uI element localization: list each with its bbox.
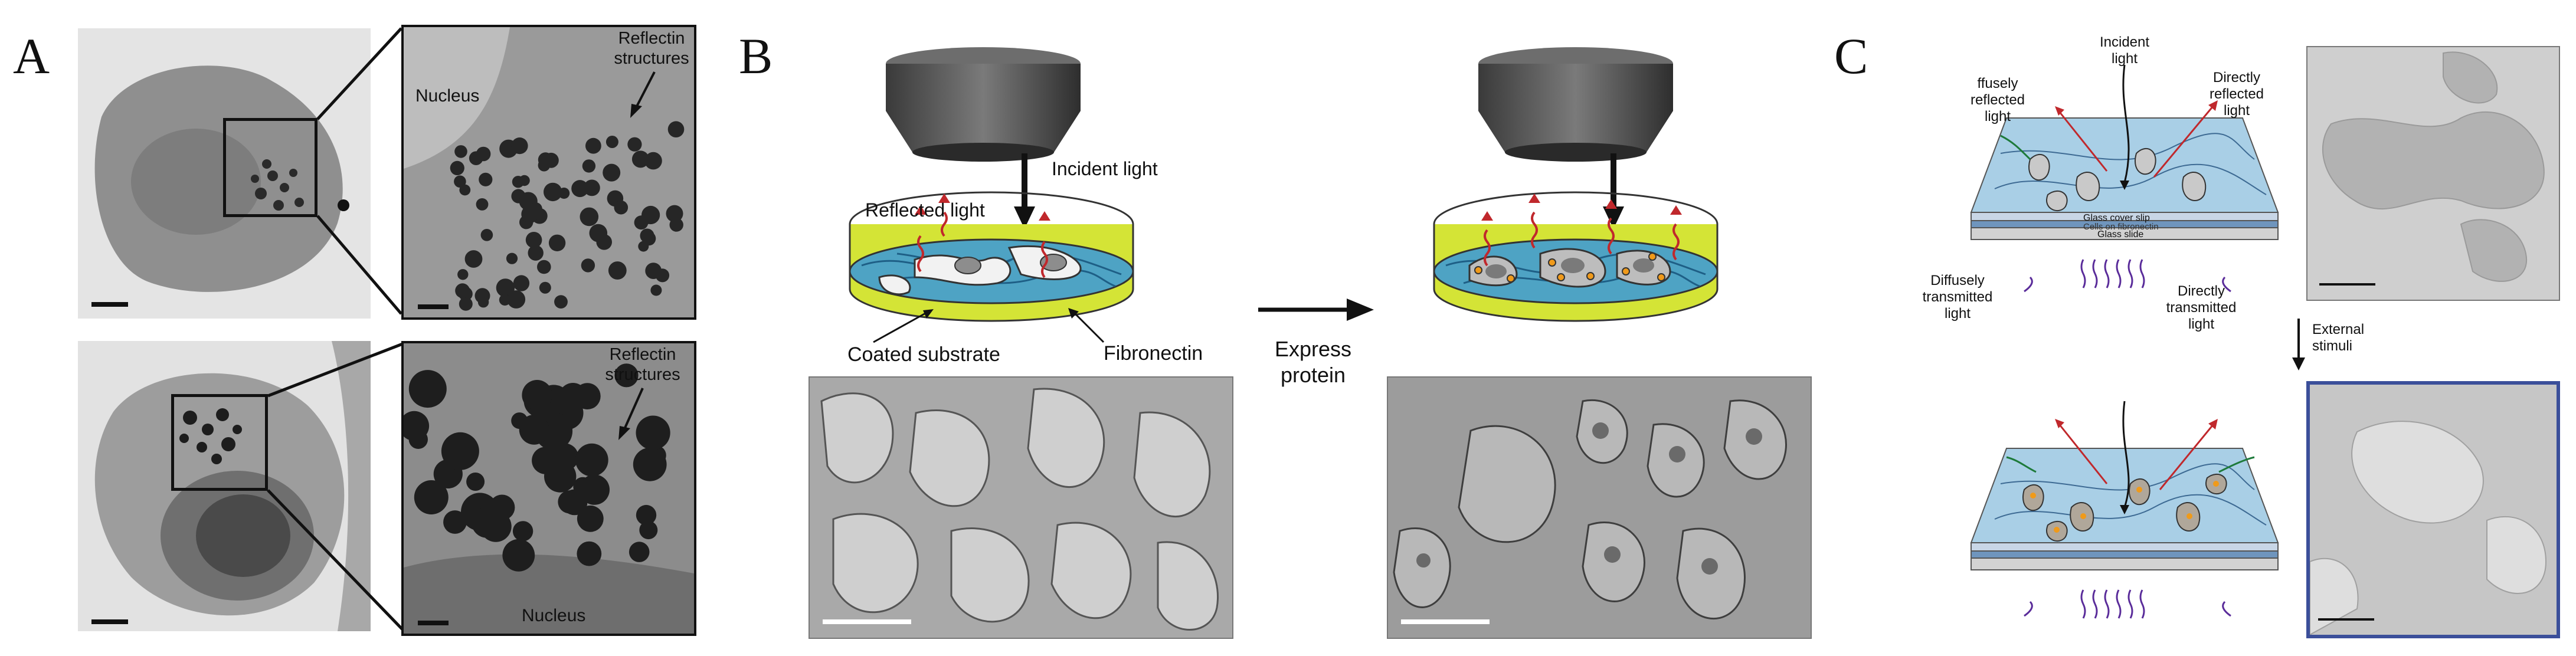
- petri-dish-left-icon: [849, 191, 1134, 322]
- scale-bar-b-left: [823, 619, 911, 624]
- tem-cell-image-bottom: [78, 341, 371, 631]
- arrow-reflectin-top-icon: [630, 71, 656, 118]
- panel-label-a: A: [13, 28, 50, 84]
- zoom-lines-top: [316, 27, 402, 315]
- label-reflectin-bottom: Reflectin structures: [605, 345, 680, 384]
- petri-dish-icon: [1433, 191, 1719, 322]
- phase-image-before: [809, 376, 1233, 639]
- label-cells-on-fibronectin: Cells on fibronectin: [2083, 222, 2159, 232]
- label-glass-cover: Glass cover slip: [2083, 213, 2150, 223]
- slide-schematic-bottom: [1970, 448, 2279, 570]
- scale-bar-a-zoom-top: [418, 304, 449, 309]
- pointer-fibronectin-icon: [1068, 308, 1105, 343]
- arrow-right-icon: [1258, 299, 1374, 321]
- scale-bar-c-bottom: [2318, 618, 2374, 621]
- label-diffusely-reflected: ffusely reflected light: [1970, 76, 2025, 124]
- label-nucleus-bottom: Nucleus: [522, 606, 586, 625]
- incident-arrow-right-icon: [1603, 153, 1624, 229]
- scale-bar-a-bottom: [91, 619, 128, 624]
- label-directly-reflected: Directly reflected light: [2209, 70, 2264, 119]
- reflect-image-top: [2306, 46, 2560, 301]
- objective-lens-right-icon: [1478, 47, 1673, 162]
- ray-arrows-top: [2000, 64, 2231, 293]
- scale-bar-c-top: [2319, 283, 2375, 286]
- panel-label-b: B: [739, 28, 773, 84]
- label-glass-slide: Glass slide: [2097, 229, 2144, 240]
- pointer-coated-icon: [873, 309, 934, 343]
- objective-lens-icon: [886, 47, 1081, 162]
- zoom-lines-bottom: [267, 342, 404, 631]
- label-incident-light-c: Incident light: [2099, 34, 2150, 67]
- tem-zoom-image-top: Nucleus Reflectin structures: [401, 25, 696, 320]
- label-nucleus-top: Nucleus: [415, 86, 480, 106]
- zoom-box-bottom: [171, 394, 268, 491]
- label-diffusely-transmitted: Diffusely transmitted light: [1922, 273, 1993, 322]
- slide-schematic-top: [1970, 117, 2279, 240]
- label-directly-transmitted: Directly transmitted light: [2166, 283, 2237, 332]
- label-incident-light-b: Incident light: [1052, 158, 1158, 179]
- tem-zoom-image-bottom: Reflectin structures Nucleus: [401, 341, 696, 636]
- scale-bar-a-top: [91, 302, 128, 307]
- phase-image-after: [1387, 376, 1812, 639]
- label-coated-substrate: Coated substrate: [847, 343, 1000, 366]
- label-reflected-light-b: Reflected light: [865, 199, 985, 221]
- label-express-protein: Express protein: [1274, 337, 1352, 387]
- arrow-reflectin-bottom-icon: [618, 388, 644, 440]
- ray-arrows-bottom: [2006, 401, 2255, 619]
- label-fibronectin: Fibronectin: [1104, 342, 1203, 365]
- arrow-down-icon: [2292, 319, 2305, 370]
- zoom-box-top: [223, 118, 318, 217]
- label-external-stimuli: External stimuli: [2312, 322, 2365, 354]
- scale-bar-b-right: [1401, 619, 1490, 624]
- reflect-image-bottom: [2306, 381, 2560, 638]
- scale-bar-a-zoom-bottom: [418, 621, 449, 625]
- panel-label-c: C: [1834, 28, 1868, 84]
- incident-arrow-left-icon: [1014, 153, 1035, 229]
- label-reflectin-top: Reflectin structures: [614, 29, 689, 68]
